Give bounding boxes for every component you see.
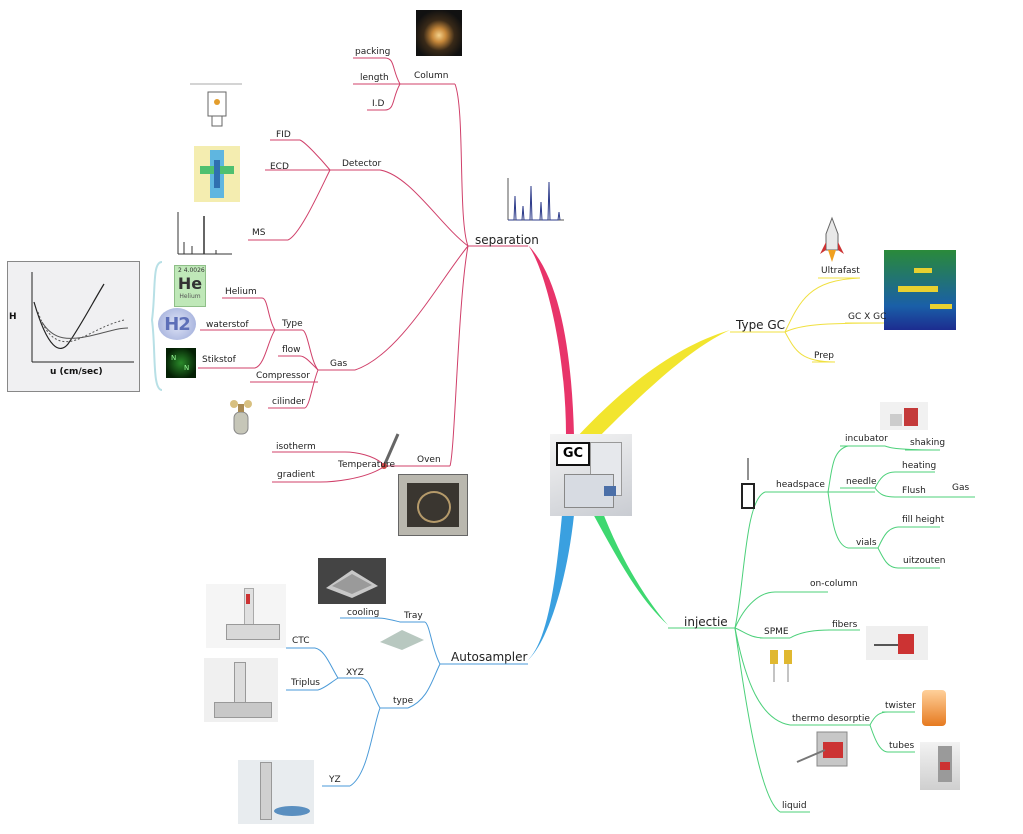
bracket bbox=[150, 261, 163, 391]
vial-image bbox=[740, 458, 756, 510]
tray-image-cooling bbox=[378, 626, 426, 652]
label-fill-height: fill height bbox=[902, 515, 945, 525]
label-vials: vials bbox=[856, 538, 877, 548]
van-deemter-y-axis: H bbox=[9, 312, 17, 322]
label-shaking: shaking bbox=[910, 438, 946, 448]
label-on-column: on-column bbox=[810, 579, 858, 589]
center-label: GC bbox=[556, 442, 590, 466]
triplus-image bbox=[204, 658, 278, 722]
fibers-image bbox=[866, 626, 928, 660]
thermo-desorptie-image bbox=[795, 728, 857, 774]
label-oven: Oven bbox=[417, 455, 441, 465]
branch-typegc-thick bbox=[576, 330, 730, 448]
label-ctc: CTC bbox=[292, 636, 310, 646]
label-gas-flush: Gas bbox=[952, 483, 970, 493]
label-twister: twister bbox=[885, 701, 916, 711]
label-waterstof: waterstof bbox=[206, 320, 249, 330]
label-uitzouten: uitzouten bbox=[903, 556, 946, 566]
column-image bbox=[416, 10, 462, 56]
label-helium: Helium bbox=[225, 287, 257, 297]
label-tray: Tray bbox=[404, 611, 423, 621]
label-cooling: cooling bbox=[347, 608, 380, 618]
label-injectie: injectie bbox=[684, 615, 728, 629]
label-fid: FID bbox=[276, 130, 291, 140]
label-ultrafast: Ultrafast bbox=[821, 266, 860, 276]
label-heating: heating bbox=[902, 461, 937, 471]
label-incubator: incubator bbox=[845, 434, 888, 444]
branch-separation-thick bbox=[528, 245, 574, 435]
ms-image bbox=[170, 208, 234, 258]
helium-tile-name: Helium bbox=[179, 293, 201, 300]
van-deemter-x-axis: u (cm/sec) bbox=[50, 367, 103, 377]
nitrogen-tile-a: N bbox=[171, 354, 177, 362]
chromatogram-image bbox=[500, 176, 566, 230]
label-autosampler-type: type bbox=[393, 696, 414, 706]
branch-injectie-thick bbox=[592, 505, 668, 625]
label-type-gc: Type GC bbox=[736, 318, 786, 332]
twister-image bbox=[922, 690, 946, 726]
branch-autosampler-thick bbox=[528, 515, 574, 660]
hydrogen-tile-symbol: H2 bbox=[164, 314, 191, 335]
label-fibers: fibers bbox=[832, 620, 858, 630]
rocket-image bbox=[818, 216, 846, 264]
label-yz: YZ bbox=[329, 775, 341, 785]
label-ecd: ECD bbox=[270, 162, 289, 172]
label-ms: MS bbox=[252, 228, 266, 238]
spme-image bbox=[764, 640, 800, 686]
hydrogen-tile: H2 bbox=[158, 308, 196, 340]
label-prep: Prep bbox=[814, 351, 835, 361]
thermometer-image bbox=[380, 432, 402, 470]
label-type: Type bbox=[282, 319, 303, 329]
tray-image-metal bbox=[318, 558, 386, 604]
autosampler-lines bbox=[286, 617, 528, 787]
label-compressor: Compressor bbox=[256, 371, 310, 381]
incubator-image bbox=[880, 402, 928, 430]
label-flow: flow bbox=[282, 345, 301, 355]
ctc-image bbox=[206, 584, 286, 648]
nitrogen-tile: N N bbox=[166, 348, 196, 378]
yz-image bbox=[238, 760, 314, 824]
label-id: I.D bbox=[372, 99, 385, 109]
label-thermo-desorptie: thermo desorptie bbox=[792, 714, 870, 724]
cylinder-image bbox=[226, 396, 256, 436]
label-isotherm: isotherm bbox=[276, 442, 316, 452]
label-tubes: tubes bbox=[889, 741, 915, 751]
helium-tile-number: 2 4.0026 bbox=[178, 267, 205, 274]
label-detector: Detector bbox=[342, 159, 382, 169]
label-gradient: gradient bbox=[277, 470, 315, 480]
separation-lines bbox=[198, 57, 528, 483]
label-cilinder: cilinder bbox=[272, 397, 306, 407]
label-needle: needle bbox=[846, 477, 877, 487]
oven-image bbox=[398, 474, 468, 536]
typegc-lines bbox=[730, 277, 886, 363]
label-stikstof: Stikstof bbox=[202, 355, 236, 365]
label-autosampler: Autosampler bbox=[451, 650, 528, 664]
label-packing: packing bbox=[355, 47, 391, 57]
label-separation: separation bbox=[475, 233, 539, 247]
tubes-image bbox=[920, 742, 960, 790]
nitrogen-tile-b: N bbox=[184, 364, 190, 372]
ecd-image bbox=[194, 146, 240, 202]
center-gc-image: GC bbox=[550, 434, 632, 516]
label-length: length bbox=[360, 73, 389, 83]
label-gas: Gas bbox=[330, 359, 348, 369]
label-gcxgc: GC X GC bbox=[848, 312, 887, 322]
label-spme: SPME bbox=[764, 627, 789, 637]
gcxgc-image bbox=[884, 250, 956, 330]
label-headspace: headspace bbox=[776, 480, 825, 490]
label-column: Column bbox=[414, 71, 449, 81]
label-flush: Flush bbox=[902, 486, 926, 496]
van-deemter-plot bbox=[7, 261, 140, 392]
label-temperature: Temperature bbox=[338, 460, 396, 470]
fid-image bbox=[180, 82, 262, 132]
label-triplus: Triplus bbox=[291, 678, 320, 688]
label-liquid: liquid bbox=[782, 801, 807, 811]
helium-tile: 2 4.0026 He Helium bbox=[174, 265, 206, 307]
injectie-lines bbox=[668, 445, 975, 813]
label-xyz: XYZ bbox=[346, 668, 364, 678]
helium-tile-symbol: He bbox=[177, 274, 203, 293]
